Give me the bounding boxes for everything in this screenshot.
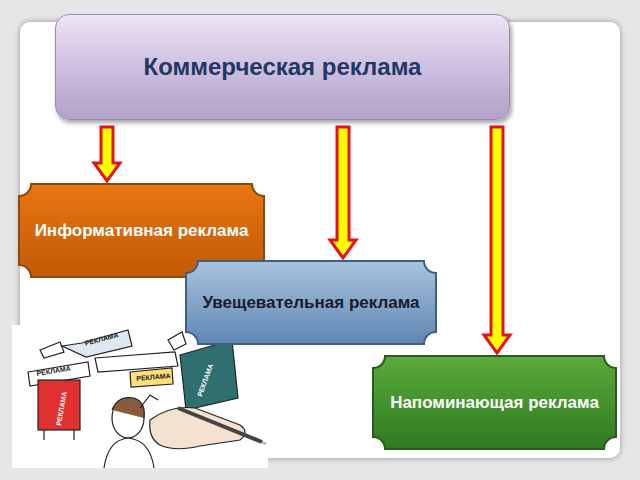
box-title: Коммерческая реклама bbox=[144, 52, 422, 82]
box-title: Увещевательная реклама bbox=[202, 292, 419, 313]
root-box: Коммерческая реклама bbox=[55, 14, 510, 120]
illustration-ground bbox=[12, 325, 268, 468]
category-box: Увещевательная реклама bbox=[185, 260, 437, 345]
box-title: Информативная реклама bbox=[35, 220, 249, 241]
plaque-shape bbox=[186, 261, 436, 344]
category-box: Напоминающая реклама bbox=[372, 355, 617, 450]
block-arrow bbox=[484, 127, 510, 353]
block-arrow bbox=[330, 127, 356, 258]
plaque-shape bbox=[373, 356, 616, 449]
sketch bbox=[28, 330, 266, 468]
box-title: Напоминающая реклама bbox=[390, 392, 599, 413]
block-arrow bbox=[94, 127, 120, 181]
